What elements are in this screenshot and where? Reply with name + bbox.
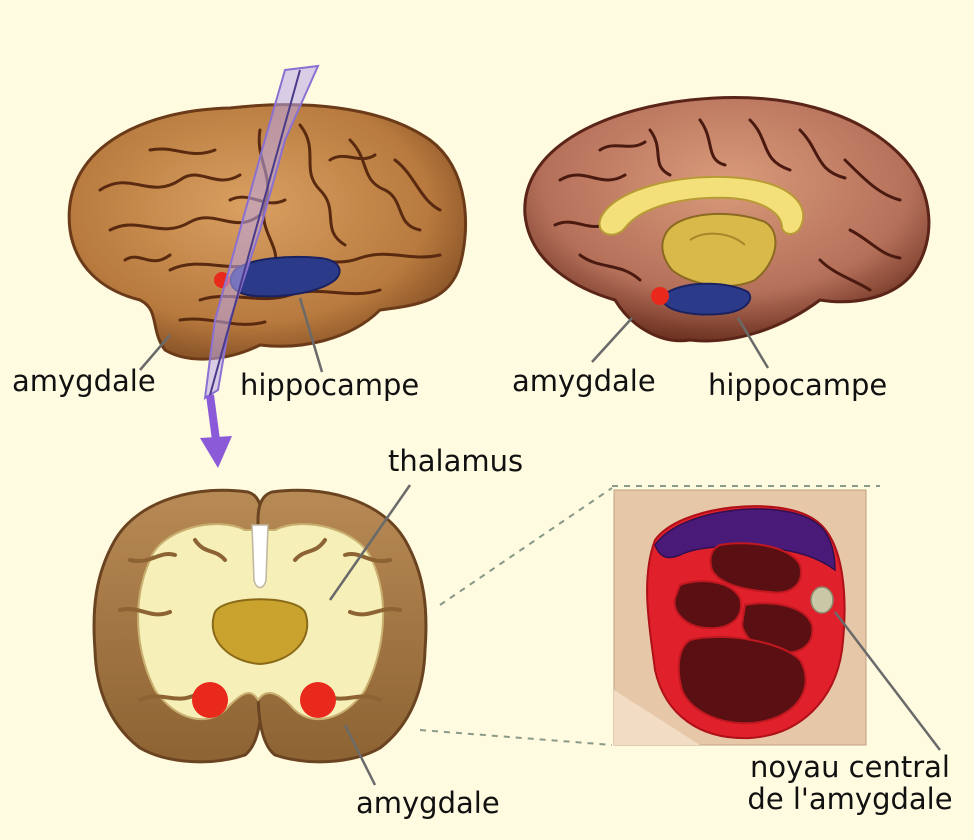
label-medial-amygdala: amygdale — [512, 366, 656, 398]
central-nucleus — [811, 587, 833, 613]
medial-brain — [525, 98, 929, 341]
coronal-section — [94, 490, 426, 762]
label-lateral-amygdala: amygdale — [12, 366, 156, 398]
label-central-nucleus: noyau central de l'amygdale — [730, 752, 970, 816]
lateral-brain — [69, 66, 465, 398]
coronal-amygdala-left — [192, 682, 228, 718]
medial-thalamus — [662, 214, 775, 286]
nucleus-closeup — [614, 490, 866, 745]
label-medial-hippocampus: hippocampe — [708, 370, 887, 402]
label-coronal-amygdala: amygdale — [356, 788, 500, 820]
label-lateral-hippocampus: hippocampe — [240, 370, 419, 402]
label-central-nucleus-line2: de l'amygdale — [730, 784, 970, 816]
medial-hippocampus-shape — [663, 284, 750, 315]
lateral-ventricle — [252, 525, 268, 588]
medial-amygdala-leader — [592, 318, 632, 362]
label-thalamus: thalamus — [388, 446, 523, 478]
label-central-nucleus-line1: noyau central — [730, 752, 970, 784]
down-arrow-icon — [200, 395, 232, 468]
coronal-amygdala-right — [300, 682, 336, 718]
medial-amygdala-dot — [651, 287, 669, 305]
